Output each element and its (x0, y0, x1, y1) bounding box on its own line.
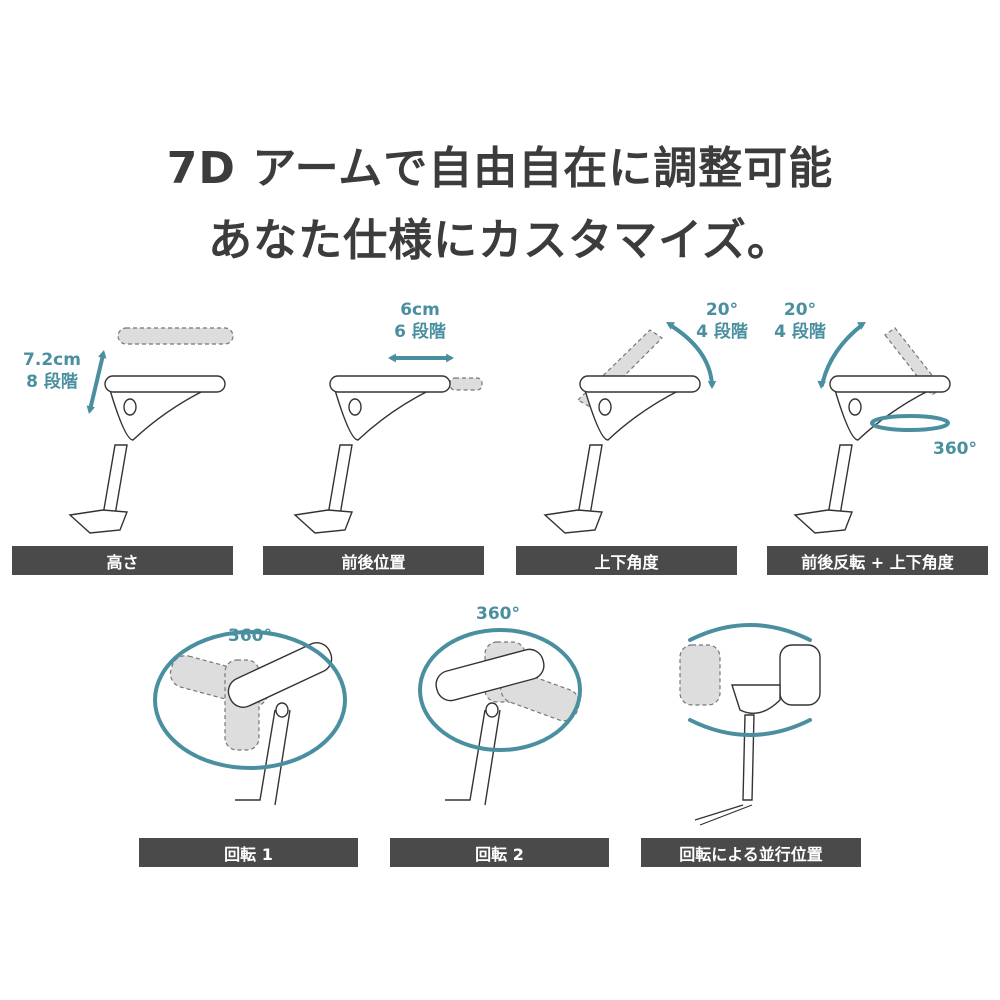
label-height: 高さ (12, 546, 233, 575)
arm-post (577, 444, 603, 516)
flip-tilt-steps: 4 段階 (774, 322, 826, 342)
arm-bracket (584, 389, 681, 441)
ghost-pad (117, 327, 234, 345)
armrest-depth-illustration (293, 353, 483, 534)
rotation-2-note: 360° (476, 604, 520, 624)
arrow-head-icon (98, 350, 107, 359)
label-rotation-1: 回転 1 (139, 838, 358, 867)
arm-knob (348, 398, 362, 416)
height-range-note: 7.2cm 8 段階 (22, 349, 82, 393)
label-tilt: 上下角度 (516, 546, 737, 575)
arm-bracket (334, 389, 431, 441)
arm-pad (579, 375, 701, 393)
arm-knob (598, 398, 612, 416)
arm-pad (829, 375, 951, 393)
tilt-steps: 4 段階 (696, 322, 748, 342)
rotation-1-note: 360° (228, 626, 272, 646)
arm-post (327, 444, 353, 516)
tilt-angle: 20° (705, 300, 739, 320)
arm-post (445, 709, 501, 806)
headline-line-1: 7D アームで自由自在に調整可能 (166, 143, 834, 194)
arm-bracket (731, 684, 781, 714)
arm-base (694, 804, 753, 826)
tilt-arrow-icon (668, 323, 714, 387)
armrest-flip-tilt-illustration (793, 322, 951, 534)
ghost-pad (449, 377, 483, 391)
height-distance: 7.2cm (23, 350, 81, 370)
arm-pad (104, 375, 226, 393)
armrest-tilt-illustration (543, 322, 717, 534)
armrest-parallel-illustration (679, 623, 821, 826)
depth-distance: 6cm (400, 300, 440, 320)
arrow-head-icon (707, 381, 717, 389)
label-parallel: 回転による並行位置 (641, 838, 861, 867)
height-arrow-icon (88, 353, 105, 412)
arm-base (793, 509, 853, 534)
armrest-height-illustration (68, 327, 234, 534)
tilt-arrow-icon (820, 323, 864, 387)
arm-knob (123, 398, 137, 416)
rotation-arrow-icon (870, 414, 950, 432)
arm-knob (485, 702, 499, 718)
rotation-arrow-icon (418, 628, 582, 752)
parallel-arrow-top-icon (688, 623, 812, 642)
label-rotation-2: 回転 2 (390, 838, 609, 867)
arrow-head-icon (817, 380, 826, 389)
flip-rotation-note: 360° (933, 439, 977, 459)
height-steps: 8 段階 (26, 372, 78, 392)
arm-post (742, 714, 755, 801)
armrest-rotation-1-illustration (153, 630, 347, 806)
armrest-rotation-2-illustration (418, 628, 582, 806)
arm-base (68, 509, 128, 534)
arrow-head-icon (86, 405, 95, 414)
arm-pad (329, 375, 451, 393)
rotation-arrow-icon (153, 630, 347, 770)
arm-post (102, 444, 128, 516)
flip-tilt-range-note: 20° 4 段階 (770, 299, 830, 343)
depth-steps: 6 段階 (394, 322, 446, 342)
arrow-head-icon (857, 322, 866, 330)
arm-base (293, 509, 353, 534)
arm-knob (275, 702, 289, 718)
arrow-head-icon (446, 353, 454, 363)
tilt-range-note: 20° 4 段階 (692, 299, 752, 343)
arm-post (235, 709, 291, 806)
depth-range-note: 6cm 6 段階 (390, 299, 450, 343)
arm-post (827, 444, 853, 516)
arm-knob (848, 398, 862, 416)
label-depth: 前後位置 (263, 546, 484, 575)
ghost-pad (679, 644, 721, 706)
arrow-head-icon (666, 322, 675, 330)
flip-tilt-angle: 20° (783, 300, 817, 320)
label-flip-tilt: 前後反転 + 上下角度 (767, 546, 988, 575)
parallel-arrow-bottom-icon (688, 718, 812, 737)
arrow-head-icon (388, 353, 396, 363)
headline-line-2: あなた仕様にカスタマイズ。 (208, 215, 792, 266)
arm-bracket (109, 389, 206, 441)
arm-pad (435, 648, 545, 702)
arm-pad (779, 644, 821, 706)
arm-base (543, 509, 603, 534)
arm-pad (227, 642, 333, 708)
